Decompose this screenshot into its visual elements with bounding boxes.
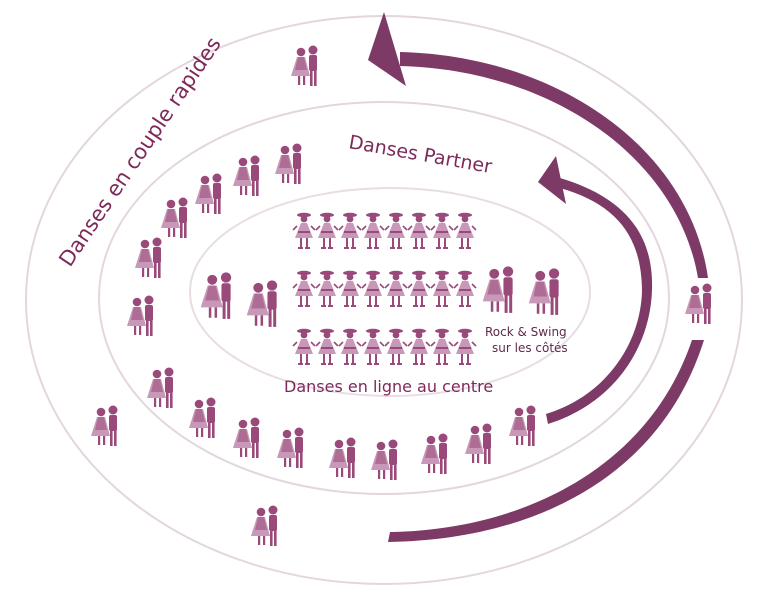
line-dancer-icon [407,270,431,307]
dancing-couple-icon [291,45,318,86]
outer-arrow-head [368,12,406,86]
line-dancer-icon [453,270,477,307]
line-dancer-icon [407,328,431,365]
dancing-couple-icon [251,505,278,546]
line-dancer-icon [430,328,454,365]
line-dancer-icon [453,212,477,249]
middle-ring [98,101,670,495]
line-dancer-icon [453,328,477,365]
middle-arrow-head [538,156,566,204]
dancing-couple-icon [277,427,304,468]
line-dancer-icon [292,212,316,249]
dancing-couple-icon [200,272,232,319]
dancing-couple-icon [371,439,398,480]
line-dancer-icon [430,270,454,307]
line-dancer-icon [384,328,408,365]
sides-label-line2: sur les côtés [492,341,568,355]
line-dancer-icon [315,328,339,365]
center-label: Danses en ligne au centre [284,377,493,396]
line-dancers-grid [292,212,477,365]
line-dancer-icon [430,212,454,249]
line-dancer-icon [361,270,385,307]
dancing-couple-icon [329,437,356,478]
outer-ring-couples [91,45,712,546]
rock-swing-couples [200,266,560,327]
middle-ring-couples [127,143,536,480]
dancing-couple-icon [127,295,154,336]
dancing-couple-icon [189,397,216,438]
dancing-couple-icon [147,367,174,408]
line-dancer-icon [407,212,431,249]
dancing-couple-icon [246,280,278,327]
line-dancer-icon [384,212,408,249]
dancing-couple-icon [421,433,448,474]
sides-label-line1: Rock & Swing [485,325,567,339]
middle-direction-arrow [546,178,653,424]
line-dancer-icon [292,328,316,365]
dancing-couple-icon [528,268,560,315]
inner-ring [189,187,591,397]
dancing-couple-icon [482,266,514,313]
dancing-couple-icon [275,143,302,184]
line-dancer-icon [361,212,385,249]
line-dancer-icon [315,212,339,249]
dancing-couple-icon [685,283,712,324]
dancing-couple-icon [233,417,260,458]
dancing-couple-icon [465,423,492,464]
dancing-couple-icon [195,173,222,214]
line-dancer-icon [338,212,362,249]
line-dancer-icon [338,328,362,365]
line-dancer-icon [361,328,385,365]
outer-direction-arrow-upper [400,52,708,278]
dancing-couple-icon [91,405,118,446]
dancing-couple-icon [233,155,260,196]
line-dancer-icon [384,270,408,307]
outer-ring-label: Danses en couple rapides [54,33,225,271]
line-dancer-icon [338,270,362,307]
dancing-couple-icon [161,197,188,238]
dancing-couple-icon [135,237,162,278]
line-dancer-icon [315,270,339,307]
dancing-couple-icon [509,405,536,446]
line-dancer-icon [292,270,316,307]
outer-direction-arrow [388,340,704,542]
middle-ring-label: Danses Partner [347,131,494,178]
